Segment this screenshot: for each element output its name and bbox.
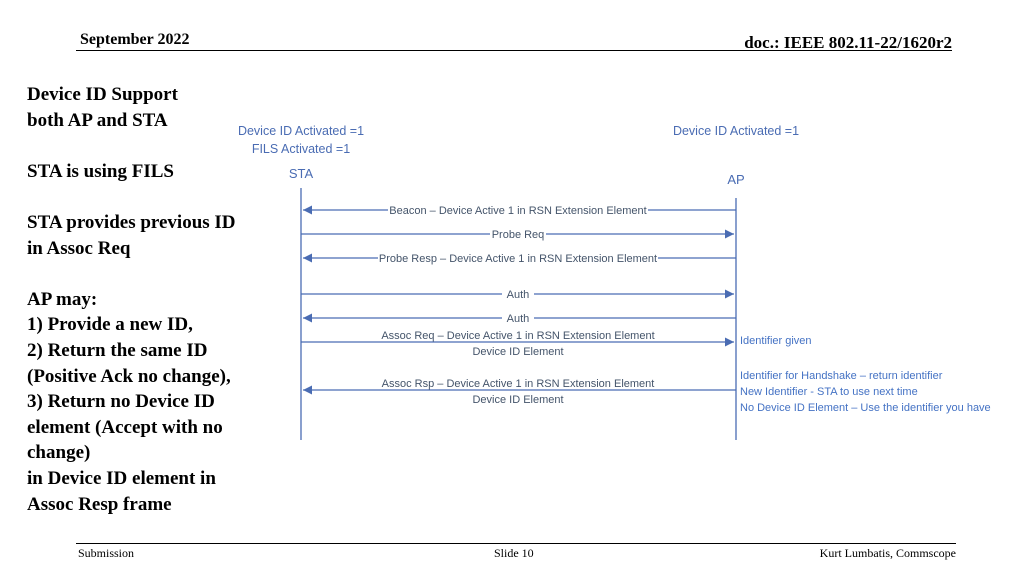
ap-annotation: Device ID Activated =1 [673, 124, 799, 138]
footer-slide-number: Slide 10 [494, 546, 534, 560]
footer-rule [76, 543, 956, 544]
sta-annotation: Device ID Activated =1 [238, 124, 364, 138]
message-label-bg [388, 203, 648, 216]
ap-note: No Device ID Element – Use the identifie… [740, 402, 991, 414]
message-label: Assoc Req – Device Active 1 in RSN Exten… [381, 330, 654, 342]
left-text-line: 2) Return the same ID [27, 339, 208, 361]
message-label-bg [490, 227, 546, 240]
message-label-bg [382, 376, 654, 389]
message-label: Assoc Rsp – Device Active 1 in RSN Exten… [382, 378, 655, 390]
left-text-line: element (Accept with no [27, 416, 223, 438]
left-text-line: Device ID Support [27, 84, 178, 105]
left-text-line: both AP and STA [27, 109, 168, 131]
message-label: Auth [507, 313, 530, 325]
message-label: Device ID Element [472, 346, 563, 358]
message-label: Probe Req [492, 229, 545, 241]
left-text-line: 1) Provide a new ID, [27, 314, 193, 336]
left-text-line: STA provides previous ID [27, 211, 236, 233]
left-description: Device ID Support both AP and STA STA is… [27, 82, 287, 517]
header-date: September 2022 [80, 31, 190, 48]
footer-author: Kurt Lumbatis, Commscope [819, 546, 956, 560]
message-label: Beacon – Device Active 1 in RSN Extensio… [389, 205, 646, 217]
message-label: Device ID Element [472, 394, 563, 406]
sta-label: STA [289, 166, 314, 181]
left-text-line: in Assoc Req [27, 237, 131, 259]
ap-note: Identifier for Handshake – return identi… [740, 370, 943, 382]
message-label-bg [502, 287, 534, 300]
left-text-line: AP may: [27, 288, 98, 310]
ap-label: AP [727, 172, 744, 187]
left-text-line: change) [27, 442, 91, 464]
header-rule [76, 50, 952, 51]
left-text-line: (Positive Ack no change), [27, 365, 231, 387]
sta-annotation: FILS Activated =1 [252, 142, 350, 156]
message-label: Auth [507, 289, 530, 301]
ap-note: Identifier given [740, 335, 812, 347]
footer-submission: Submission [78, 546, 135, 560]
header-doc-id: doc.: IEEE 802.11-22/1620r2 [744, 33, 952, 52]
ap-note: New Identifier - STA to use next time [740, 386, 918, 398]
message-label-bg [378, 251, 658, 264]
message-label: Probe Resp – Device Active 1 in RSN Exte… [379, 253, 657, 265]
message-label-bg [382, 328, 654, 341]
message-label-bg [502, 311, 534, 324]
left-text-line: 3) Return no Device ID [27, 391, 215, 413]
left-text-line: STA is using FILS [27, 160, 174, 182]
left-text-line: in Device ID element in [27, 467, 216, 489]
left-text-line: Assoc Resp frame [27, 493, 172, 515]
